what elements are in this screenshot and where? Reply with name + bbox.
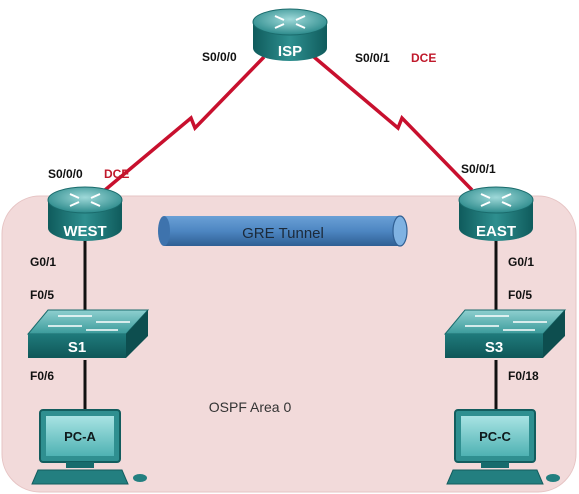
pc-a[interactable]: PC-A (31, 409, 147, 485)
isp-dce-label: DCE (411, 51, 436, 65)
router-west-name: WEST (63, 223, 106, 240)
router-west-top (47, 186, 123, 214)
serial-link-isp-east (312, 55, 474, 192)
east-s001-label: S0/0/1 (461, 162, 496, 176)
west-g01-label: G0/1 (30, 255, 56, 269)
router-isp-name: ISP (278, 43, 302, 60)
s3-f018-label: F0/18 (508, 369, 539, 383)
west-dce-label: DCE (104, 167, 129, 181)
router-arrows-icon (480, 193, 512, 207)
switch-s1[interactable]: S1 (26, 309, 150, 358)
router-east[interactable]: EAST (458, 186, 534, 241)
switch-s1-side (126, 310, 148, 358)
tunnel-label: GRE Tunnel (242, 225, 324, 242)
switch-arrows-icon (48, 315, 130, 331)
east-g01-label: G0/1 (508, 255, 534, 269)
serial-link-isp-west (103, 55, 266, 192)
router-isp[interactable]: ISP (252, 8, 328, 61)
s3-f05-label: F0/5 (508, 288, 532, 302)
gre-tunnel: GRE Tunnel (158, 215, 408, 247)
s1-f06-label: F0/6 (30, 369, 54, 383)
switch-s1-front (28, 334, 126, 358)
router-west[interactable]: WEST (47, 186, 123, 241)
router-arrows-icon (69, 193, 101, 207)
tunnel-end-left (158, 216, 170, 246)
switch-s3-side (543, 310, 565, 358)
pc-c[interactable]: PC-C (446, 409, 560, 485)
isp-s001-label: S0/0/1 (355, 51, 390, 65)
s1-f05-label: F0/5 (30, 288, 54, 302)
pc-c-name: PC-C (479, 429, 511, 444)
pc-c-mouse-icon (546, 474, 560, 482)
pc-a-mouse-icon (133, 474, 147, 482)
router-arrows-icon (274, 15, 306, 29)
ospf-area-label: OSPF Area 0 (209, 399, 292, 415)
tunnel-body (164, 216, 400, 246)
switch-s1-name: S1 (68, 339, 86, 356)
switch-arrows-icon (465, 315, 547, 331)
ospf-area-zone (1, 195, 577, 493)
router-isp-top (252, 8, 328, 36)
pc-c-keyboard (446, 469, 544, 485)
pc-a-name: PC-A (64, 429, 96, 444)
pc-c-stand (481, 462, 509, 468)
pc-c-screen (461, 416, 529, 456)
switch-s3[interactable]: S3 (443, 309, 567, 358)
pc-a-stand (66, 462, 94, 468)
isp-s000-label: S0/0/0 (202, 50, 237, 64)
switch-s3-name: S3 (485, 339, 503, 356)
router-east-name: EAST (476, 223, 516, 240)
switch-s3-front (445, 334, 543, 358)
pc-a-keyboard (31, 469, 129, 485)
pc-a-screen (46, 416, 114, 456)
tunnel-opening-icon (392, 215, 408, 247)
west-s000-label: S0/0/0 (48, 167, 83, 181)
router-east-top (458, 186, 534, 214)
